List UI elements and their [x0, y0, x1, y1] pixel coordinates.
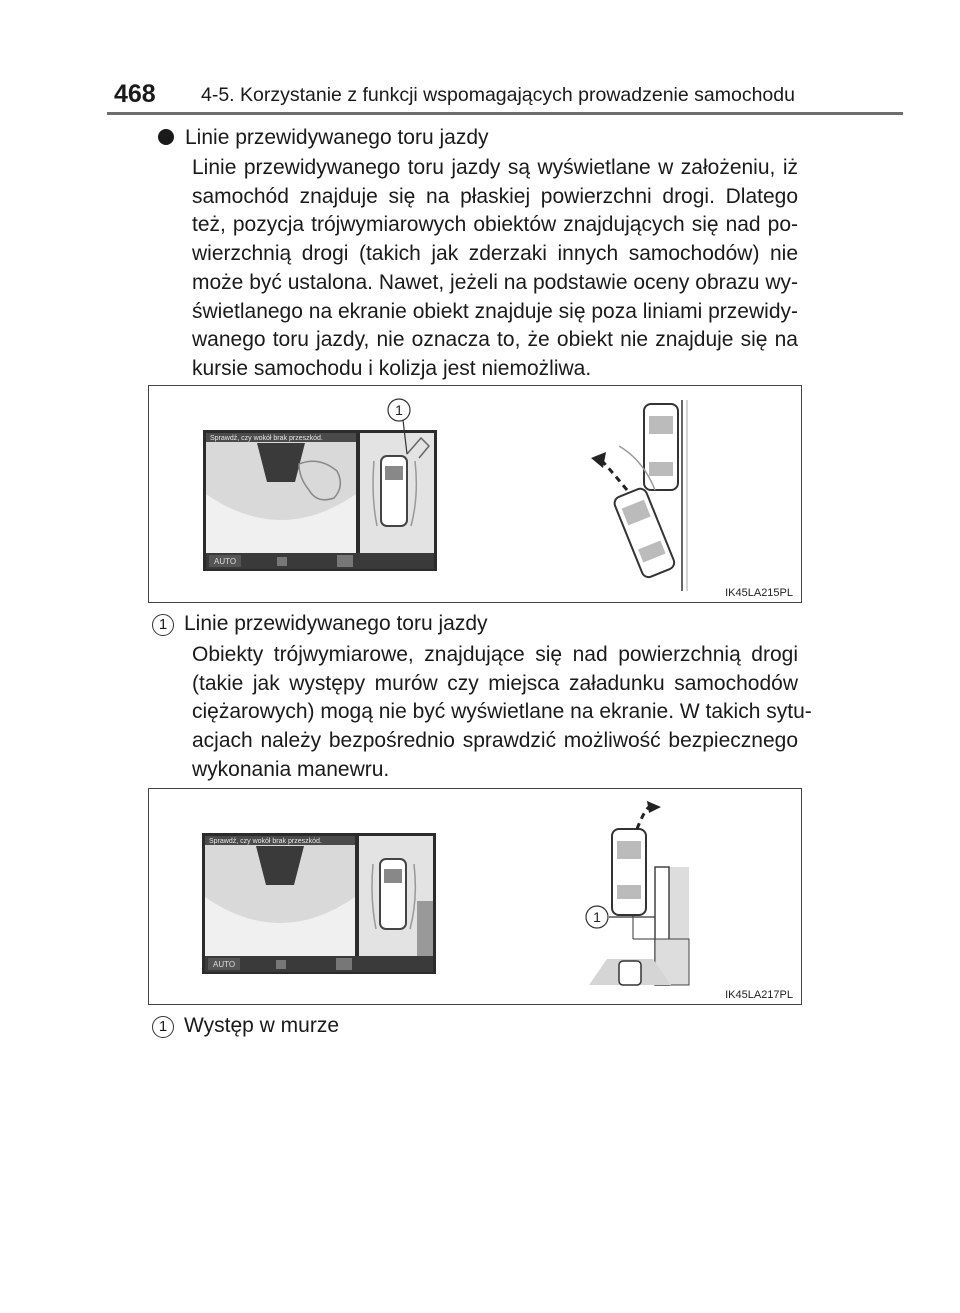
figure-predicted-path: Sprawdź, czy wokół brak przeszkód. AUTO … [148, 385, 802, 603]
screen-banner-text: Sprawdź, czy wokół brak przeszkód. [210, 435, 323, 442]
header-divider [107, 112, 903, 115]
figure-wall-protrusion: Sprawdź, czy wokół brak przeszkód. AUTO [148, 788, 802, 1005]
callout-number-badge: 1 [152, 614, 174, 636]
figure-code: IK45LA215PL [725, 587, 793, 599]
callout-marker [585, 905, 609, 929]
paragraph-line: wierzchnią drogi (takich jak zderzaki in… [192, 242, 798, 266]
screen-auto-button: AUTO [213, 960, 235, 969]
paragraph-line: wanego toru jazdy, nie oznacza to, że ob… [192, 328, 798, 352]
callout-description: Obiekty trójwymiarowe, znajdujące się na… [192, 641, 812, 785]
description-line: acjach należy bezpośrednio sprawdzić moż… [192, 729, 798, 753]
screen-banner-text: Sprawdź, czy wokół brak przeszkód. [209, 838, 322, 845]
figure-illustration: Sprawdź, czy wokół brak przeszkód. AUTO [202, 801, 690, 986]
page-header: 468 4-5. Korzystanie z funkcji wspomagaj… [0, 0, 960, 115]
bullet-heading: Linie przewidywanego toru jazdy [158, 126, 489, 150]
paragraph-line: Linie przewidywanego toru jazdy są wyświ… [192, 156, 798, 179]
camera-screen: Sprawdź, czy wokół brak przeszkód. AUTO [203, 430, 437, 571]
figure-code: IK45LA217PL [725, 989, 793, 1001]
paragraph-line: może być ustalona. Nawet, jeżeli na pods… [192, 270, 798, 294]
callout-number-badge: 1 [152, 1016, 174, 1038]
callout-label-row: 1 Występ w murze [152, 1014, 339, 1038]
callout-label-row: 1 Linie przewidywanego toru jazdy [152, 612, 488, 636]
callout-marker-number: 1 [593, 909, 601, 925]
callout-leader [402, 419, 408, 455]
bullet-heading-text: Linie przewidywanego toru jazdy [185, 126, 489, 149]
description-line: (takie jak występy murów czy miejsca zał… [192, 671, 798, 695]
callout-label: Występ w murze [184, 1014, 340, 1037]
description-line: wykonania manewru. [192, 757, 390, 781]
callout-label: Linie przewidywanego toru jazdy [184, 612, 488, 635]
top-view-scene [589, 801, 690, 986]
callout-marker-number: 1 [395, 402, 403, 418]
paragraph-line: świetlanego na ekranie obiekt znajduje s… [192, 299, 798, 323]
paragraph-line: też, pozycja trójwymiarowych obiektów zn… [192, 213, 798, 237]
description-line: Obiekty trójwymiarowe, znajdujące się na… [192, 643, 798, 666]
body-paragraph: Linie przewidywanego toru jazdy są wyświ… [192, 154, 798, 384]
paragraph-line: samochód znajduje się na płaskiej powier… [192, 184, 798, 208]
camera-screen: Sprawdź, czy wokół brak przeszkód. AUTO [202, 833, 436, 974]
page-number: 468 [114, 80, 156, 108]
callout-marker [387, 398, 411, 422]
screen-auto-button: AUTO [214, 557, 236, 566]
running-title: 4-5. Korzystanie z funkcji wspomagającyc… [201, 84, 795, 106]
bullet-icon [158, 129, 174, 145]
description-line: ciężarowych) mogą nie być wyświetlane na… [192, 700, 812, 724]
figure-illustration: Sprawdź, czy wokół brak przeszkód. AUTO … [203, 398, 688, 591]
top-view-scene [591, 400, 688, 591]
paragraph-line: kursie samochodu i kolizja jest niemożli… [192, 356, 592, 380]
